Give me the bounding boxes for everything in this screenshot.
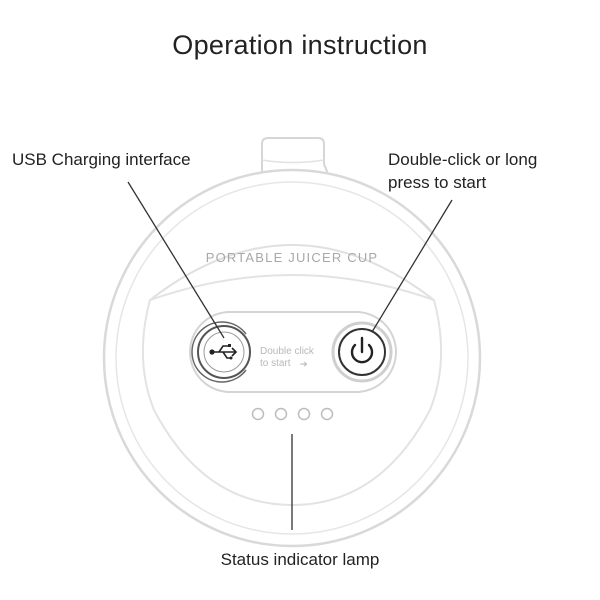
status-lamp-label: Status indicator lamp	[220, 550, 380, 569]
power-icon	[350, 336, 374, 364]
cup-body-rim	[115, 181, 469, 535]
cup-lid-tab	[261, 137, 333, 185]
cup-cap-band	[149, 244, 435, 301]
status-lamp	[320, 407, 334, 421]
start-button-label: Double-click or long press to start	[388, 148, 588, 194]
page-title: Operation instruction	[172, 30, 428, 60]
usb-port-ring-arc	[191, 321, 247, 383]
start-label-line2: press to start	[388, 173, 487, 192]
status-lamp	[251, 407, 265, 421]
usb-charging-port[interactable]	[191, 321, 251, 383]
usb-icon	[209, 344, 238, 360]
cup-brand-text: PORTABLE JUICER CUP	[206, 250, 379, 265]
status-lamp	[297, 407, 311, 421]
usb-charging-label: USB Charging interface	[12, 150, 191, 169]
panel-hint-line1: Double click	[260, 346, 315, 357]
panel-hint-line2: to start	[260, 358, 291, 369]
cup-lid-tab-inner	[261, 159, 325, 164]
start-label-line1: Double-click or long	[388, 150, 538, 169]
start-leader-line	[371, 199, 453, 333]
status-lamp	[274, 407, 288, 421]
usb-leader-line	[127, 181, 225, 339]
status-indicator-lamps	[251, 407, 334, 421]
panel-hint-arrow: ➔	[300, 359, 308, 369]
power-button[interactable]	[331, 321, 393, 383]
